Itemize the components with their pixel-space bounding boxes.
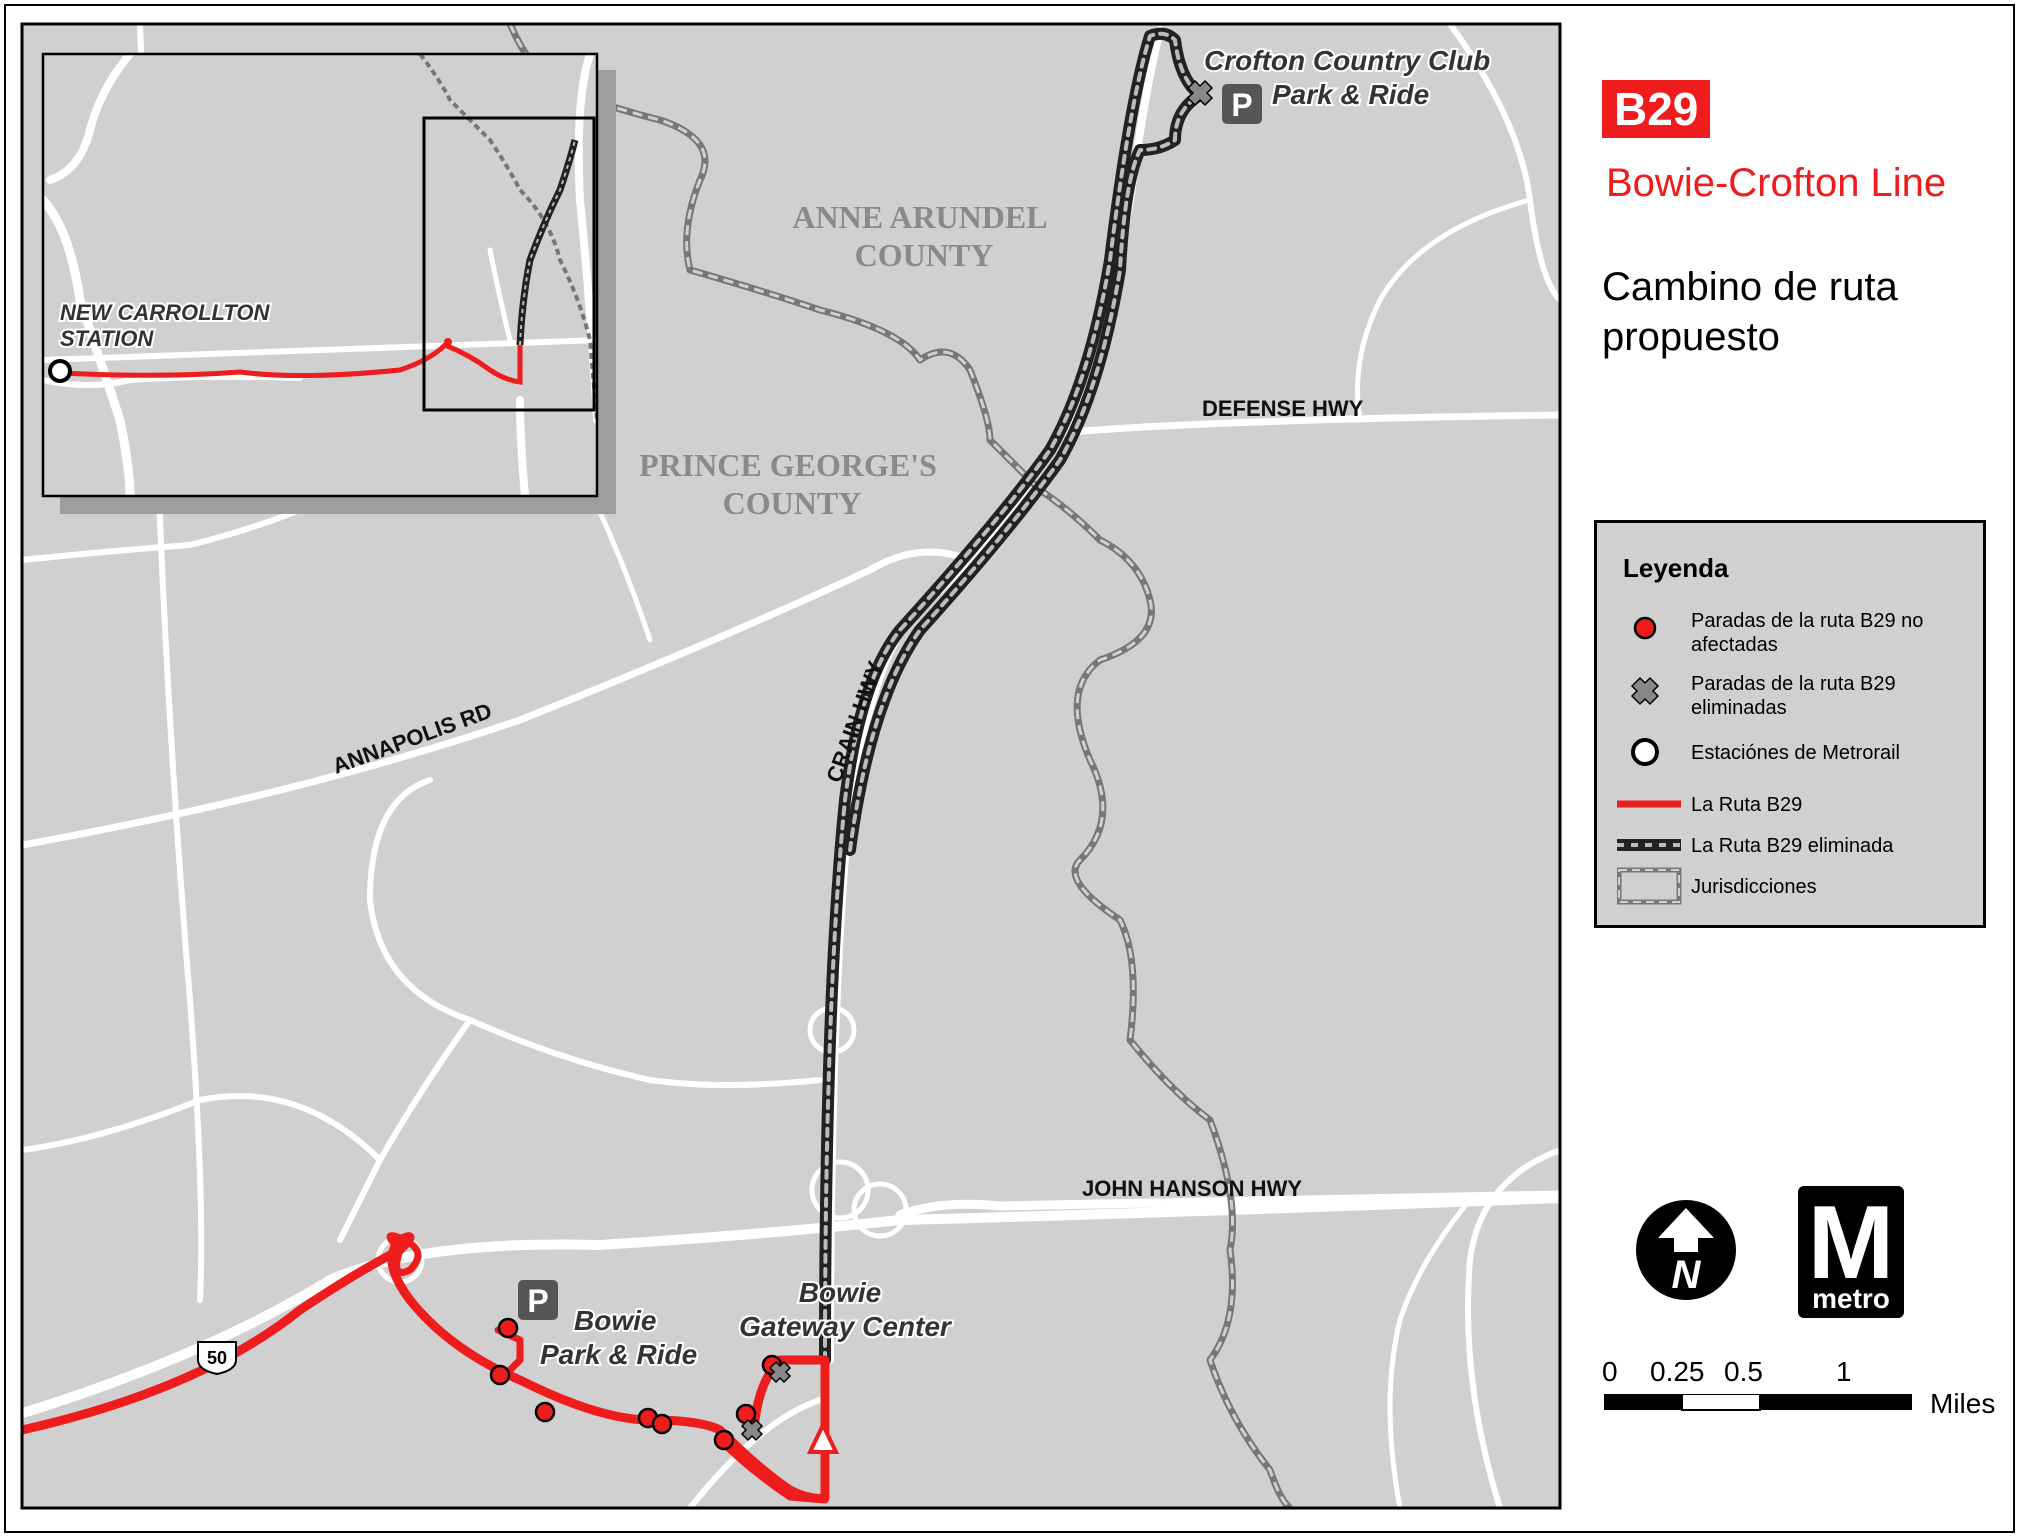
road-connector-2 — [22, 1093, 383, 1163]
sidebar: B29 Bowie-Crofton Line Cambino de ruta p… — [1580, 0, 2020, 1539]
county-anne-arundel-line2: COUNTY — [855, 237, 994, 273]
scale-unit: Miles — [1930, 1388, 1996, 1419]
grey-x-stop-icon — [1630, 676, 1660, 706]
red-route-line-icon — [1617, 800, 1681, 808]
stop-dot — [497, 1317, 519, 1339]
inset-background — [43, 54, 597, 496]
inset-content: NEW CARROLLTON STATION — [43, 54, 597, 496]
north-letter: N — [1672, 1253, 1702, 1297]
parking-bowie: P — [518, 1280, 558, 1320]
place-bowie-park-line1: Bowie — [574, 1305, 656, 1336]
legend-label: Jurisdicciones — [1691, 876, 1817, 898]
parking-icon: P — [1231, 87, 1252, 123]
place-crofton-line1: Crofton Country Club — [1204, 45, 1490, 76]
county-anne-arundel-line1: ANNE ARUNDEL — [792, 199, 1047, 235]
jurisdiction-boundary — [506, 24, 1293, 1508]
scale-tick-label: 1 — [1836, 1356, 1852, 1387]
road-us50 — [22, 1193, 1560, 1419]
map-content: P P 50 ANNE ARUNDEL COUNTY PRINCE GEORGE… — [22, 24, 1560, 1508]
road-annapolis — [22, 548, 974, 849]
map-border — [20, 22, 1562, 1510]
legend-item-metrorail: Estaciónes de Metrorail — [1597, 727, 1989, 783]
road-label-john-hanson: JOHN HANSON HWY — [1082, 1176, 1302, 1201]
legend-label: Paradas de la ruta B29 no afectadas — [1691, 610, 1924, 656]
unaffected-stops — [489, 1317, 783, 1451]
scale-tick-label: 0.5 — [1724, 1356, 1763, 1387]
us50-shield-label: 50 — [207, 1348, 227, 1368]
legend-label: La Ruta B29 — [1691, 794, 1803, 816]
interchange-loop-2 — [851, 1181, 909, 1239]
road-se-2 — [1387, 1197, 1473, 1508]
line-name: Bowie-Crofton Line — [1606, 161, 1947, 205]
legend-item-eliminated-stops: Paradas de la ruta B29 eliminadas — [1597, 666, 1989, 722]
scale-tick-label: 0.25 — [1650, 1356, 1705, 1387]
b29-route-us50 — [22, 1232, 830, 1503]
legend-title: Leyenda — [1623, 553, 1729, 583]
b29-route-loop — [386, 1232, 422, 1276]
direction-arrow — [806, 1420, 840, 1454]
road-connector-1 — [337, 1017, 473, 1243]
eliminated-stop-x — [740, 1418, 764, 1442]
page-frame — [4, 4, 2015, 1533]
place-new-carrollton-line2: STATION — [60, 326, 154, 351]
road-label-defense: DEFENSE HWY — [1202, 396, 1364, 421]
road-defense-hwy — [1056, 411, 1560, 437]
north-arrow-icon — [1658, 1208, 1714, 1252]
road-se-1 — [1465, 1147, 1560, 1508]
road-ne-1 — [1447, 24, 1560, 303]
county-prince-georges-line1: PRINCE GEORGE'S — [639, 447, 937, 483]
jurisdiction-box-icon — [1617, 867, 1682, 905]
road-john-hanson — [895, 1190, 1560, 1220]
legend-item-jurisdiction: Jurisdicciones — [1597, 861, 1989, 917]
road-ne-2 — [1355, 197, 1533, 423]
stop-dot — [651, 1413, 673, 1435]
scale-bar: 0 0.25 0.5 1 Miles — [1602, 1356, 2002, 1419]
place-bowie-gateway-line1: Bowie — [799, 1277, 881, 1308]
legend-item-route: La Ruta B29 — [1597, 779, 1989, 835]
inset-border — [41, 52, 599, 498]
stop-dot — [489, 1364, 511, 1386]
eliminated-route — [819, 27, 1206, 1366]
metro-logo-letter: M — [1808, 1185, 1895, 1301]
legend-panel: Leyenda Paradas de la ruta B29 no afecta… — [1594, 520, 1986, 928]
legend-label: Paradas de la ruta B29 eliminadas — [1691, 673, 1896, 719]
metro-logo: M metro — [1798, 1185, 1904, 1318]
parking-icon: P — [527, 1283, 548, 1319]
scale-tick-label: 0 — [1602, 1356, 1618, 1387]
stop-dot — [534, 1401, 556, 1423]
us50-shield: 50 — [197, 1341, 237, 1376]
dashed-eliminated-line-icon — [1617, 839, 1681, 851]
stop-dot — [735, 1403, 757, 1425]
parking-crofton: P — [1222, 84, 1262, 124]
stop-dot — [713, 1429, 735, 1451]
place-new-carrollton-line1: NEW CARROLLTON — [60, 300, 270, 325]
metro-logo-word: metro — [1812, 1283, 1890, 1314]
route-subtitle: Cambino de ruta propuesto — [1602, 265, 1898, 359]
place-bowie-gateway-line2: Gateway Center — [739, 1311, 953, 1342]
eliminated-stop-x — [1186, 79, 1214, 107]
eliminated-stop-x — [768, 1360, 792, 1384]
metrorail-station-icon — [48, 359, 72, 383]
place-crofton-line2: Park & Ride — [1272, 79, 1429, 110]
legend-item-eliminated-route: La Ruta B29 eliminada — [1597, 820, 1989, 876]
legend-label: Estaciónes de Metrorail — [1691, 742, 1900, 764]
inset-map: NEW CARROLLTON STATION — [41, 52, 616, 514]
county-prince-georges-line2: COUNTY — [723, 485, 862, 521]
scale-bar-graphic — [1604, 1394, 1912, 1411]
eliminated-stops — [740, 79, 1214, 1442]
place-bowie-park-line2: Park & Ride — [540, 1339, 697, 1370]
north-arrow: N — [1636, 1200, 1736, 1300]
interchange-loop-1 — [809, 1159, 871, 1221]
legend-label: La Ruta B29 eliminada — [1691, 835, 1894, 857]
red-stop-dot-icon — [1633, 616, 1657, 640]
legend-item-unaffected: Paradas de la ruta B29 no afectadas — [1597, 603, 1989, 659]
inset-extent-box — [422, 116, 596, 412]
route-badge: B29 — [1602, 80, 1711, 138]
metrorail-station-circle-icon — [1631, 738, 1659, 766]
